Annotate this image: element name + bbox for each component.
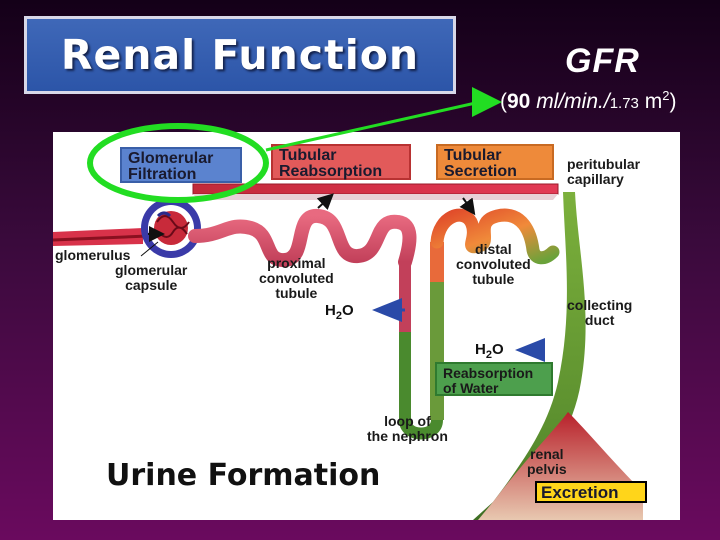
excretion-box: Excretion [535,481,647,503]
loop-of-nephron [399,418,443,440]
urine-formation-caption: Urine Formation [106,458,381,493]
slide-title: Renal Function [60,31,420,79]
glomerulus-label: glomerulus [55,247,131,263]
gfr-rate: (90 ml/min./1.73 m2) [500,88,677,113]
proximal-convoluted-tubule [188,209,417,269]
gfr-heading: GFR [565,42,640,80]
peritubular-capillary [192,183,559,195]
h2o-label-left: H2O [325,302,354,322]
distal-convoluted-tubule [430,208,560,265]
h2o-label-right: H2O [475,341,504,361]
slide-title-box: Renal Function [24,16,456,94]
